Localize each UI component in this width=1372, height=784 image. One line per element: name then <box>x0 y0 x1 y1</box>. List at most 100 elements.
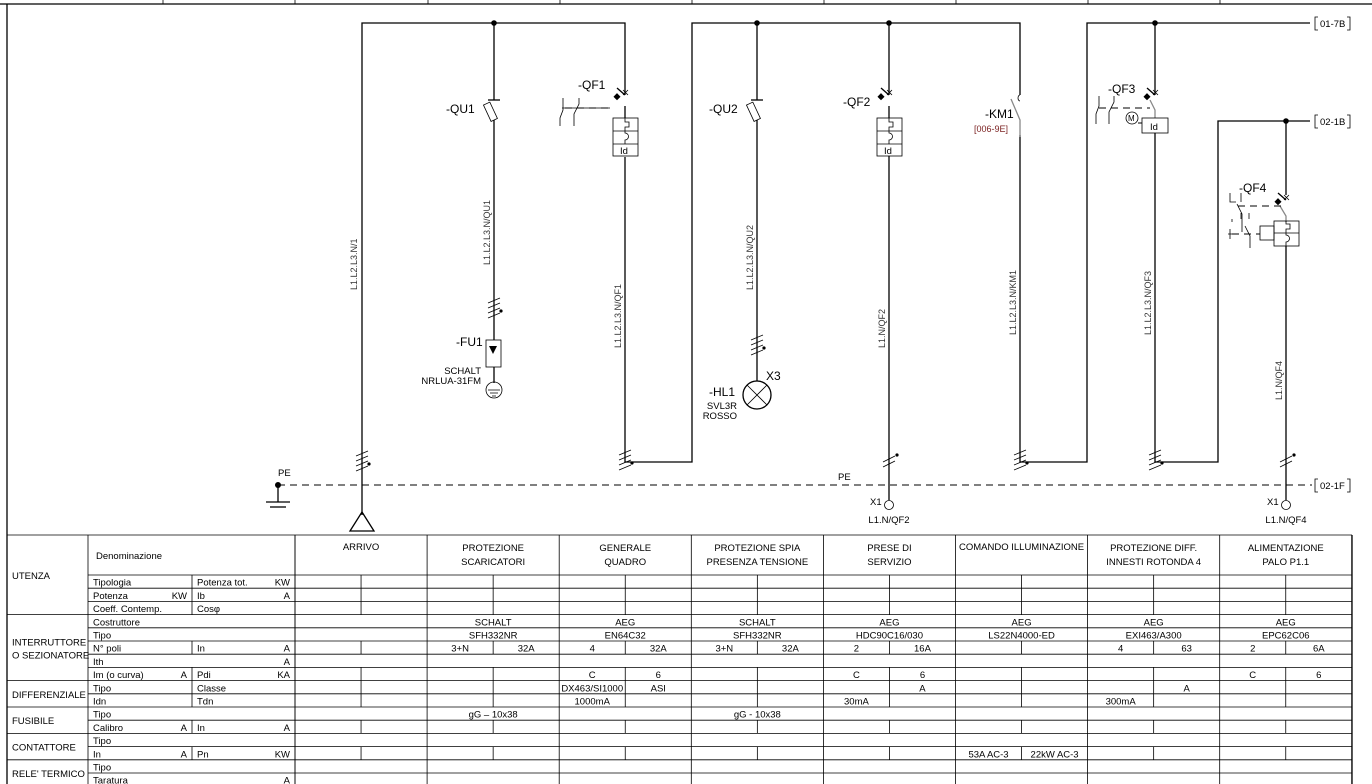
group-label: UTENZA <box>12 571 51 582</box>
table-cell: AEG <box>1276 617 1296 628</box>
column-title: PRESE DI <box>867 543 911 554</box>
table-cell: LS22N4000-ED <box>988 631 1055 642</box>
earth-icon <box>485 381 503 399</box>
svg-text:L1.L2.L3.N/QU2: L1.L2.L3.N/QU2 <box>745 225 755 290</box>
column-title: SCARICATORI <box>461 557 525 568</box>
sheet-ref-top[interactable]: 01-7B <box>1314 16 1351 31</box>
svg-text:[006-9E]: [006-9E] <box>974 124 1008 134</box>
row-label: Ib <box>197 591 205 602</box>
table-cell: C <box>853 670 860 681</box>
row-unit: A <box>181 670 188 681</box>
column-title: COMANDO ILLUMINAZIONE <box>959 542 1084 553</box>
row-unit: A <box>284 657 291 668</box>
table-cell: SCHALT <box>475 617 512 628</box>
column-title: PROTEZIONE DIFF. <box>1110 543 1197 554</box>
table-cell: SFH332NR <box>733 631 782 642</box>
qu1-fuse-disconnector[interactable]: -QU1 L1.L2.L3.N/QU1 <box>446 99 503 340</box>
hl1-indicator-lamp[interactable]: -HL1 X3 SVL3R ROSSO <box>703 369 781 422</box>
table-cell: 53A AC-3 <box>968 749 1008 760</box>
qf2-rcbo[interactable]: Id -QF2 L1.N/QF2 <box>843 87 903 500</box>
table-cell: 1000mA <box>575 697 611 708</box>
row-label: In <box>197 644 205 655</box>
qu2-fuse-disconnector[interactable]: -QU2 L1.L2.L3.N/QU2 <box>709 99 766 381</box>
group-label: O SEZIONATORE <box>12 651 89 662</box>
column-title: INNESTI ROTONDA 4 <box>1106 557 1201 568</box>
column-title: ARRIVO <box>343 542 379 553</box>
table-cell: 32A <box>650 644 668 655</box>
table-cell: 30mA <box>844 697 869 708</box>
row-label: Cosφ <box>197 604 220 615</box>
table-cell: EPC62C06 <box>1262 631 1310 642</box>
sheet-ref-mid[interactable]: 02-1B <box>1314 114 1351 129</box>
svg-text:X1: X1 <box>1267 497 1279 508</box>
table-cell: 6 <box>1316 670 1321 681</box>
table-cell: 6 <box>920 670 925 681</box>
table-cell: C <box>1249 670 1256 681</box>
svg-text:-FU1: -FU1 <box>456 335 483 349</box>
table-cell: 3+N <box>451 644 469 655</box>
table-cell: SCHALT <box>739 617 776 628</box>
denominazione-label: Denominazione <box>96 551 162 562</box>
column-title: PROTEZIONE <box>462 543 524 554</box>
row-label: Calibro <box>93 723 123 734</box>
table-cell: AEG <box>879 617 899 628</box>
lamp-icon <box>742 380 772 410</box>
wiring <box>361 20 1310 515</box>
svg-text:02-1F: 02-1F <box>1320 481 1345 492</box>
km1-contactor[interactable]: -KM1 [006-9E] L1.L2.L3.N/KM1 <box>974 94 1029 471</box>
row-label: Tipo <box>93 631 111 642</box>
terminal-x1-qf2[interactable]: X1 L1.N/QF2 <box>868 497 909 526</box>
svg-text:L1.L2.L3.N/QF1: L1.L2.L3.N/QF1 <box>613 284 623 348</box>
row-unit: A <box>284 723 291 734</box>
svg-text:-KM1: -KM1 <box>985 107 1014 121</box>
svg-text:-QF2: -QF2 <box>843 95 871 109</box>
row-label: Tipo <box>93 736 111 747</box>
row-label: Ith <box>93 657 104 668</box>
row-label: Pn <box>197 749 209 760</box>
qf1-rcbo[interactable]: Id -QF1 L1.L2.L3.N/QF1 <box>559 78 639 471</box>
column-title: PROTEZIONE SPIA <box>714 543 801 554</box>
table-cell: 6A <box>1313 644 1325 655</box>
table-cell: 300mA <box>1106 697 1137 708</box>
table-cell: EXI463/A300 <box>1126 631 1182 642</box>
svg-text:X3: X3 <box>766 369 781 383</box>
table-cell: gG - 10x38 <box>734 710 781 721</box>
group-label: CONTATTORE <box>12 743 76 754</box>
svg-text:L1.L2.L3.N/1: L1.L2.L3.N/1 <box>349 238 359 290</box>
table-cell: 16A <box>914 644 932 655</box>
row-unit: A <box>181 749 188 760</box>
qf3-breaker-with-motor[interactable]: Id M -QF3 L1.L2.L3.N/QF3 <box>1095 82 1169 471</box>
column-title: SERVIZIO <box>867 557 911 568</box>
svg-text:ROSSO: ROSSO <box>703 411 737 422</box>
row-unit: KA <box>277 670 290 681</box>
svg-text:L1.N/QF4: L1.N/QF4 <box>1265 515 1306 526</box>
sheet-ref-pe[interactable]: 02-1F <box>1314 478 1351 493</box>
row-label: N° poli <box>93 644 121 655</box>
svg-text:Id: Id <box>620 146 628 157</box>
row-label: Taratura <box>93 776 129 784</box>
table-cell: A <box>1184 683 1191 694</box>
svg-text:-QU1: -QU1 <box>446 102 475 116</box>
row-label: Idn <box>93 697 106 708</box>
row-label: Coeff. Contemp. <box>93 604 162 615</box>
group-label: FUSIBILE <box>12 716 54 727</box>
svg-text:L1.L2.L3.N/QU1: L1.L2.L3.N/QU1 <box>482 200 492 265</box>
row-label: Pdi <box>197 670 211 681</box>
svg-text:L1.L2.L3.N/QF3: L1.L2.L3.N/QF3 <box>1143 271 1153 335</box>
svg-text:Id: Id <box>1150 122 1158 133</box>
fu1-surge-arrester[interactable]: -FU1 SCHALT NRLUA-31FM <box>421 335 503 399</box>
qf4-rcbo[interactable]: -QF4 L1.N/QF4 <box>1228 181 1300 500</box>
row-unit: KW <box>275 749 290 760</box>
arrivo-feeder[interactable]: L1.L2.L3.N/1 <box>348 238 376 532</box>
table-cell: AEG <box>1144 617 1164 628</box>
table-cell: 32A <box>518 644 536 655</box>
table-cell: 3+N <box>715 644 733 655</box>
table-cell: EN64C32 <box>605 631 646 642</box>
table-cell: A <box>919 683 926 694</box>
column-title: PALO P1.1 <box>1262 557 1309 568</box>
row-label: Potenza <box>93 591 129 602</box>
terminal-x1-qf4[interactable]: X1 L1.N/QF4 <box>1265 497 1306 526</box>
row-label: Tipologia <box>93 578 132 589</box>
